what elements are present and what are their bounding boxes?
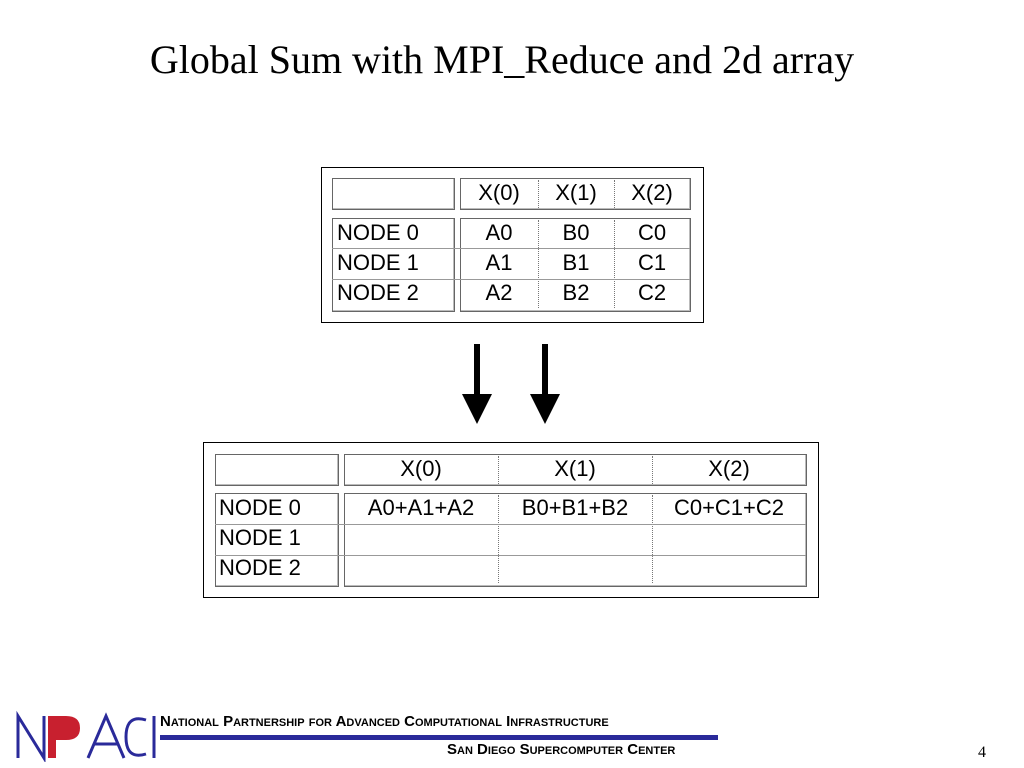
bottom-row-label: NODE 1 [219, 525, 301, 550]
bottom-cell: C0+C1+C2 [673, 495, 785, 520]
footer-divider [160, 735, 718, 740]
top-row-label: NODE 0 [337, 220, 419, 245]
top-table: X(0) X(1) X(2) NODE 0 NODE 1 NODE 2 A0 B… [321, 167, 704, 323]
top-col-header: X(0) [478, 180, 520, 205]
bottom-col-header: X(0) [400, 456, 442, 481]
top-cell: B0 [562, 220, 590, 245]
top-header-box [460, 178, 691, 210]
bottom-row-label: NODE 2 [219, 555, 301, 580]
bottom-table: X(0) X(1) X(2) NODE 0 NODE 1 NODE 2 A0+A… [203, 442, 819, 598]
bottom-cell: A0+A1+A2 [367, 495, 475, 520]
top-corner-box [332, 178, 455, 210]
bottom-row-label: NODE 0 [219, 495, 301, 520]
bottom-label-box [215, 493, 339, 587]
top-row-label: NODE 2 [337, 280, 419, 305]
bottom-corner-box [215, 454, 339, 486]
bottom-col-header: X(2) [708, 456, 750, 481]
center-name: San Diego Supercomputer Center [447, 741, 676, 758]
top-cell: A1 [485, 250, 513, 275]
top-cell: B2 [562, 280, 590, 305]
bottom-col-header: X(1) [554, 456, 596, 481]
slide-title: Global Sum with MPI_Reduce and 2d array [149, 37, 855, 82]
top-label-box [332, 218, 455, 312]
top-cell: C1 [637, 250, 667, 275]
top-cell: C0 [637, 220, 667, 245]
down-arrow-icon [530, 344, 560, 424]
organization-name: National Partnership for Advanced Comput… [160, 713, 609, 730]
bottom-cell: B0+B1+B2 [521, 495, 629, 520]
top-cell: A2 [485, 280, 513, 305]
top-cell: A0 [485, 220, 513, 245]
down-arrow-icon [462, 344, 492, 424]
top-cell: C2 [637, 280, 667, 305]
npaci-logo [16, 710, 156, 762]
top-col-header: X(2) [631, 180, 673, 205]
bottom-data-box [344, 493, 807, 587]
top-data-box [460, 218, 691, 312]
top-col-header: X(1) [555, 180, 597, 205]
top-cell: B1 [562, 250, 590, 275]
bottom-header-box [344, 454, 807, 486]
page-number: 4 [978, 744, 986, 761]
top-row-label: NODE 1 [337, 250, 419, 275]
